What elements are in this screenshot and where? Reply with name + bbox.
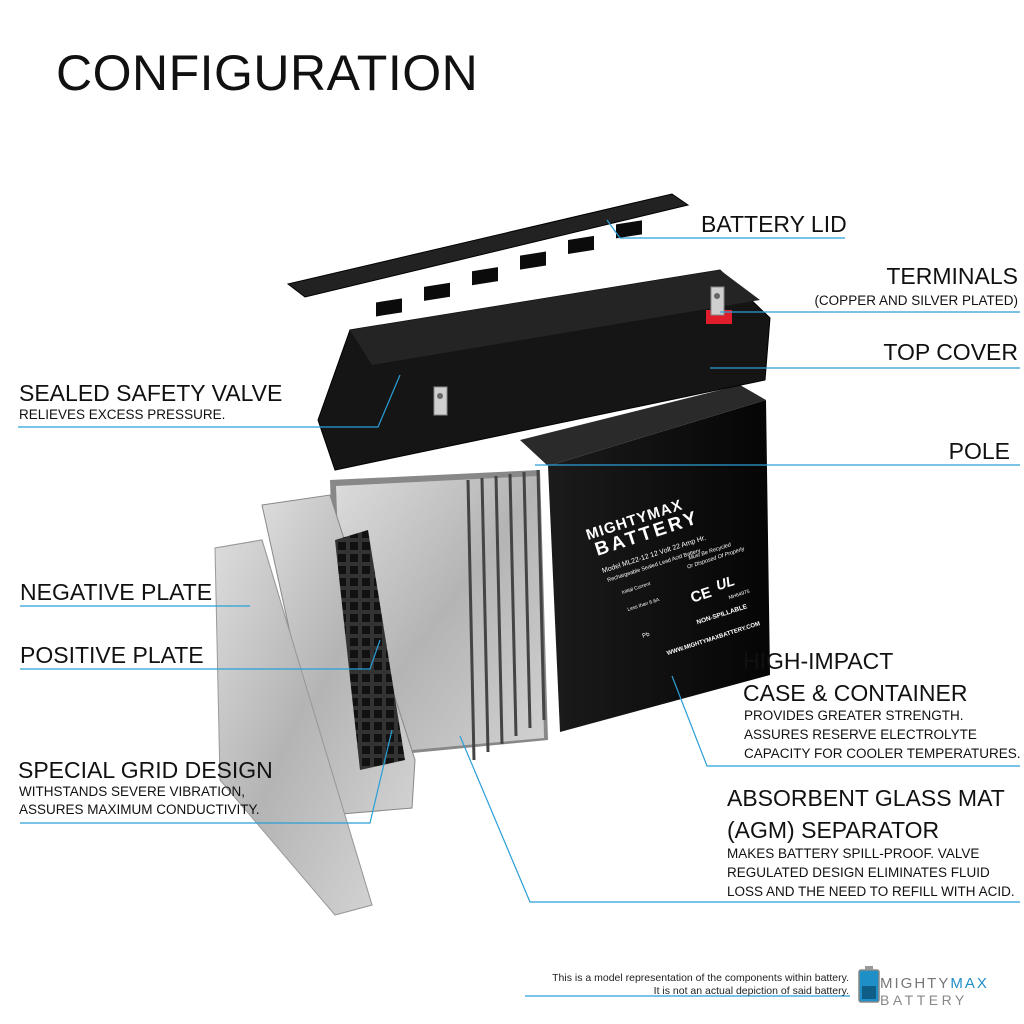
terminal-left bbox=[433, 386, 448, 416]
label-high-impact-2: CASE & CONTAINER bbox=[743, 680, 968, 706]
label-terminals: TERMINALS bbox=[886, 263, 1018, 289]
label-grid-sub1: WITHSTANDS SEVERE VIBRATION, bbox=[19, 784, 246, 799]
label-agm-sub1: MAKES BATTERY SPILL-PROOF. VALVE bbox=[727, 846, 980, 861]
brand-battery-text: BATTERY bbox=[880, 992, 968, 1008]
label-grid-sub2: ASSURES MAXIMUM CONDUCTIVITY. bbox=[19, 802, 260, 817]
label-pb: Pb bbox=[642, 632, 651, 640]
label-agm-sub3: LOSS AND THE NEED TO REFILL WITH ACID. bbox=[727, 884, 1015, 899]
label-terminals-sub: (COPPER AND SILVER PLATED) bbox=[814, 293, 1018, 308]
label-ce: CE bbox=[688, 584, 713, 607]
brand-battery-icon bbox=[858, 966, 880, 1003]
label-agm-1: ABSORBENT GLASS MAT bbox=[727, 785, 1005, 811]
battery-case bbox=[548, 400, 770, 732]
label-high-impact-sub2: ASSURES RESERVE ELECTROLYTE bbox=[744, 727, 977, 742]
label-high-impact-sub1: PROVIDES GREATER STRENGTH. bbox=[744, 708, 964, 723]
label-ul: UL bbox=[714, 572, 737, 593]
battery-lid bbox=[286, 193, 690, 298]
label-sealed-valve: SEALED SAFETY VALVE bbox=[19, 380, 283, 406]
label-positive-plate: POSITIVE PLATE bbox=[20, 642, 204, 668]
page-title: CONFIGURATION bbox=[56, 45, 479, 101]
brand-logo-top: MIGHTYMAX bbox=[880, 976, 989, 991]
label-pole: POLE bbox=[948, 438, 1010, 464]
label-sealed-valve-sub: RELIEVES EXCESS PRESSURE. bbox=[19, 407, 226, 422]
label-high-impact-sub3: CAPACITY FOR COOLER TEMPERATURES. bbox=[744, 746, 1021, 761]
brand-max: MAX bbox=[950, 975, 989, 992]
plate-fins bbox=[466, 469, 546, 761]
disclaimer-line-2: It is not an actual depiction of said ba… bbox=[653, 985, 849, 997]
top-cover-vents bbox=[376, 220, 642, 317]
top-cover-top bbox=[350, 270, 760, 365]
label-agm-2: (AGM) SEPARATOR bbox=[727, 817, 940, 843]
disclaimer-line-1: This is a model representation of the co… bbox=[552, 972, 849, 984]
battery-case-top bbox=[520, 385, 766, 466]
label-battery-lid: BATTERY LID bbox=[701, 211, 847, 237]
label-agm-sub2: REGULATED DESIGN ELIMINATES FLUID bbox=[727, 865, 990, 880]
terminal-right bbox=[706, 286, 732, 324]
leader-lines bbox=[18, 219, 1020, 997]
front-plate-face bbox=[214, 539, 373, 916]
label-top-cover: TOP COVER bbox=[883, 339, 1018, 365]
label-negative-plate: NEGATIVE PLATE bbox=[20, 579, 213, 605]
brand-mighty: MIGHTY bbox=[880, 975, 951, 992]
label-high-impact-1: HIGH-IMPACT bbox=[743, 648, 894, 674]
label-grid-design: SPECIAL GRID DESIGN bbox=[18, 757, 273, 783]
disclaimer-note: This is a model representation of the co… bbox=[552, 972, 849, 998]
